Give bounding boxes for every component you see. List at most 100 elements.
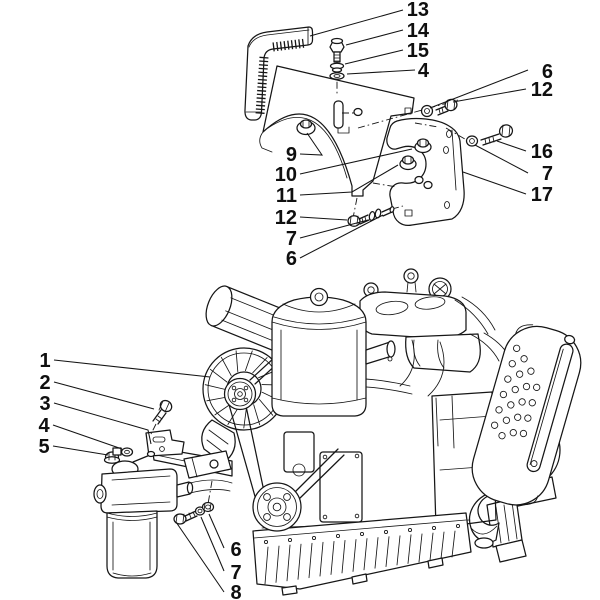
callout-number-bracket-right-6: 6 (542, 61, 553, 83)
callout-number-cover-left-6: 6 (286, 248, 297, 270)
shield-hole (519, 429, 528, 438)
fan-blade (252, 357, 268, 374)
shield-hole (518, 398, 526, 406)
leader-line-bracket-right-12 (452, 88, 527, 103)
oil-pan-flange-bolt (431, 525, 437, 531)
shield-hole (498, 432, 506, 440)
lower-left-fasteners-art (347, 206, 395, 227)
callout-number-filter-bolts-8: 8 (230, 582, 241, 600)
filter-bolt-set-art (173, 480, 215, 525)
oil-pan-rib (451, 530, 456, 558)
shield-hole (533, 383, 541, 391)
belt-cover-plate-art (259, 65, 415, 197)
fan-blade (204, 384, 226, 390)
shield-hole (527, 367, 535, 375)
oil-pan-art (252, 512, 472, 596)
shield-hole (513, 344, 521, 352)
drive-belt-art (227, 335, 345, 508)
cover-nuts-art (399, 138, 432, 171)
leader-line-cover-left-9 (299, 132, 324, 156)
air-cleaner-art (271, 287, 396, 417)
fan-blade (258, 398, 274, 416)
oil-pan-flange-bolt (455, 523, 461, 529)
fan-blade (206, 396, 228, 402)
leader-line-bracket-right-16 (496, 140, 527, 152)
shield-hole (504, 375, 512, 383)
leader-line-cover-left-11 (299, 164, 399, 196)
exhaust-elbow-art (469, 491, 500, 549)
callout-number-bracket-right-17: 17 (531, 184, 553, 206)
oil-pan-rib (374, 537, 379, 569)
shield-hole (495, 406, 503, 414)
oil-pan-flange-bolt (359, 531, 365, 537)
fan-blade (235, 350, 239, 373)
leader-line-filter-left-5 (52, 445, 109, 456)
oil-pan-rib (385, 536, 390, 568)
leader-line-filter-left-4 (52, 424, 123, 450)
oil-pan-rib (264, 546, 269, 585)
callout-number-bracket-right-7: 7 (542, 163, 553, 185)
oil-pan-rib (429, 532, 434, 561)
belt-guard-group-art (244, 26, 514, 227)
callout-number-filter-left-3: 3 (39, 393, 50, 415)
callout-number-filter-bolts-7: 7 (230, 562, 241, 584)
fan-blade (253, 404, 261, 426)
callout-number-filter-left-5: 5 (38, 436, 49, 458)
shield-hole (502, 416, 511, 424)
oil-pan-flange-bolt (335, 533, 341, 539)
oil-pan-flange-bolt (311, 535, 317, 541)
leader-line-cover-left-12 (299, 216, 348, 221)
oil-pan-rib (418, 533, 423, 563)
clamp-bolt-art (150, 399, 173, 435)
oil-pan-flange-bolt (383, 529, 389, 535)
leader-line-bracket-right-6 (429, 69, 529, 109)
callout-number-filter-left-1: 1 (39, 350, 50, 372)
oil-pan-flange-bolt (287, 537, 293, 543)
callout-number-cover-left-7: 7 (286, 228, 297, 250)
support-bracket-art (386, 117, 465, 227)
oil-pan-rib (363, 538, 368, 571)
callout-number-filter-bolts-6: 6 (230, 539, 241, 561)
ribbed-guard-art (244, 26, 314, 121)
leader-line-guard-top-14 (345, 29, 404, 46)
oil-pan-rib (352, 539, 357, 572)
oil-pan-rib (297, 543, 302, 580)
callout-number-cover-left-11: 11 (276, 185, 297, 207)
leader-line-filter-bolts-7 (200, 516, 225, 572)
oil-pan-rib (341, 539, 346, 574)
leader-line-filter-left-2 (53, 381, 155, 410)
shield-hole (499, 390, 508, 399)
callout-number-guard-top-15: 15 (407, 40, 429, 62)
shield-hole (516, 370, 524, 378)
oil-pan-rib (330, 540, 335, 575)
leader-line-bracket-right-17 (462, 171, 527, 195)
callout-number-cover-left-10: 10 (275, 164, 297, 186)
shield-hole (507, 401, 515, 409)
engine-assembly-art (201, 268, 582, 596)
callout-number-cover-left-9: 9 (286, 144, 297, 166)
oil-pan-rib (396, 535, 401, 566)
leader-line-filter-left-1 (53, 359, 211, 378)
callout-number-guard-top-4: 4 (418, 60, 430, 82)
leader-line-cover-left-10 (299, 148, 413, 175)
shield-hole (520, 355, 528, 363)
shield-hole (509, 429, 517, 437)
leader-line-guard-top-4 (346, 69, 416, 75)
crank-pulley-art (252, 482, 302, 532)
shield-hole (522, 382, 531, 391)
oil-pan-rib (286, 544, 291, 582)
leader-line-guard-top-15 (344, 49, 404, 65)
guard-bolt-washers-art (329, 37, 345, 80)
oil-pan-rib (407, 534, 412, 564)
fan-pulley-art (223, 377, 257, 411)
clamp-nut-washer-art (103, 447, 134, 464)
shield-hole (511, 385, 519, 394)
leader-line-guard-top-13 (309, 9, 404, 37)
leader-line-cover-left-7 (299, 219, 369, 239)
callout-number-guard-top-14: 14 (407, 20, 430, 42)
fan-blade (209, 368, 228, 383)
fan-blade (220, 356, 232, 377)
callout-number-guard-top-13: 13 (407, 0, 429, 21)
